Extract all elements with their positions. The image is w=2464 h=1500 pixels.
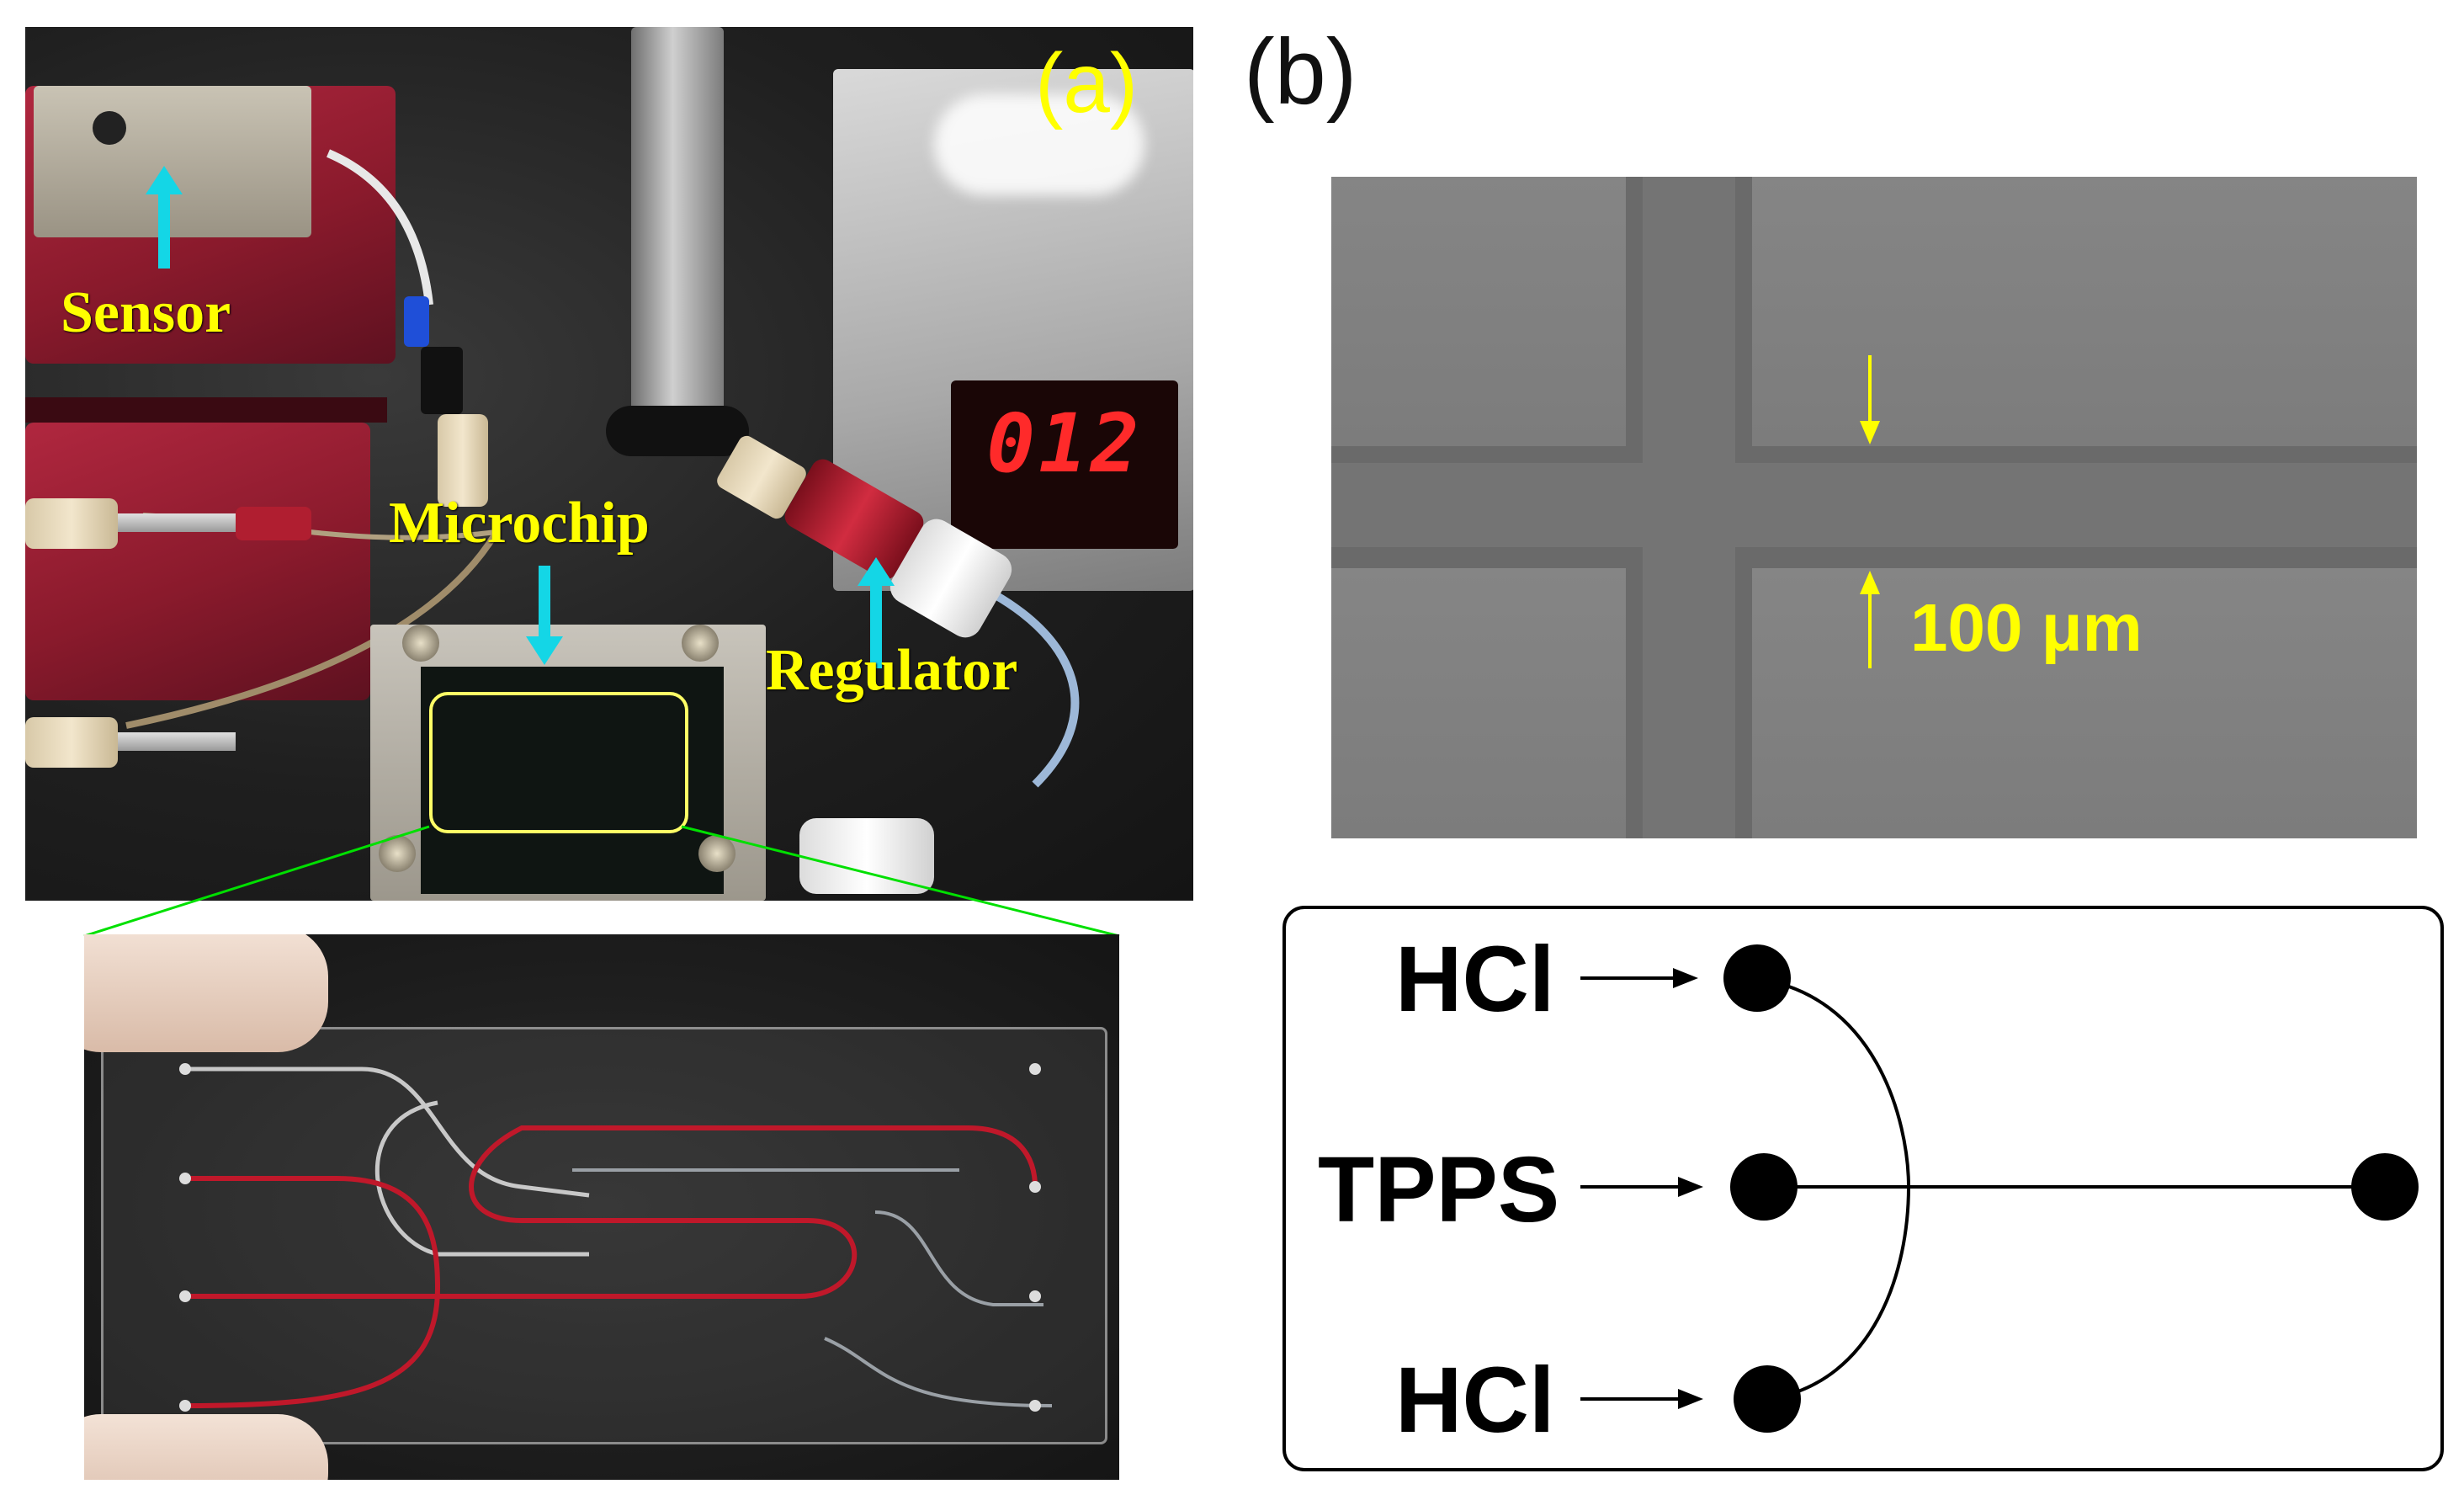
inlet-label-top: HCl: [1395, 928, 1555, 1031]
flow-schematic: HCl TPPS HCl: [1282, 906, 2444, 1471]
post-base: [606, 406, 749, 456]
arrowhead: [858, 557, 895, 586]
tan-fitting: [438, 414, 488, 507]
sem-pad: [1331, 177, 1626, 446]
blue-connector: [404, 296, 429, 347]
sem-pad: [1331, 568, 1626, 838]
panel-a-tag: (a): [1035, 36, 1139, 130]
left-fitting-top: [25, 498, 118, 549]
red-clip: [236, 507, 311, 540]
microchip-label: Microchip: [389, 491, 650, 556]
sem-pad: [1752, 568, 2417, 838]
left-needle-bottom: [118, 732, 236, 751]
white-outlet-fitting: [799, 818, 934, 894]
arrowhead: [526, 636, 563, 665]
sem-micrograph: 100 μm: [1331, 177, 2417, 838]
arrowhead: [146, 166, 183, 194]
glass-chip: [101, 1027, 1107, 1444]
black-connector: [421, 347, 463, 414]
instrument-lower-housing: [25, 423, 370, 700]
holder-screw: [402, 625, 439, 662]
regulator-label: Regulator: [766, 638, 1018, 703]
controller-display: 012: [951, 380, 1178, 549]
scale-arrows: [1860, 355, 1880, 668]
inlet-label-bottom: HCl: [1395, 1348, 1555, 1452]
instrument-gap: [25, 397, 387, 423]
finger-top: [84, 934, 328, 1052]
sensor-knob: [93, 111, 126, 145]
sensor-label: Sensor: [61, 280, 231, 345]
display-readout: 012: [986, 396, 1143, 491]
inlet-label-middle: TPPS: [1318, 1138, 1560, 1242]
chip-channels: [179, 1063, 1053, 1412]
sensor-box: [34, 86, 311, 237]
microchip-closeup-photo: [84, 934, 1119, 1480]
left-fitting-bottom: [25, 717, 118, 768]
lab-setup-photo: 012 Sensor Microchip Regulat: [25, 27, 1193, 901]
arrow-shaft: [870, 584, 882, 668]
sem-pad: [1752, 177, 2417, 446]
light-reflection: [934, 94, 1144, 195]
arrow-shaft: [539, 566, 550, 637]
sem-channel-floor: [1331, 463, 2417, 547]
holder-screw: [698, 835, 735, 872]
sem-scale-label: 100 μm: [1910, 590, 2143, 665]
support-post: [631, 27, 724, 431]
sem-channel-floor: [1643, 177, 1735, 838]
microchip-highlight-box: [429, 692, 688, 833]
arrow-shaft: [158, 193, 170, 269]
schematic-lines: [1580, 944, 2419, 1433]
panel-b-tag: (b): [1244, 20, 1357, 124]
left-needle-top: [118, 513, 236, 532]
finger-bottom: [84, 1414, 328, 1480]
holder-screw: [682, 625, 719, 662]
